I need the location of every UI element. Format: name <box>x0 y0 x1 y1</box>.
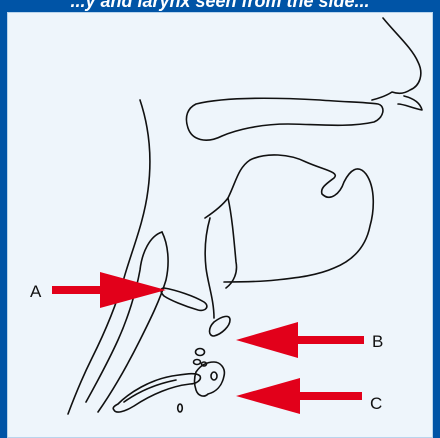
cricoid-ring <box>211 372 217 380</box>
nasal-cavity-outline <box>186 98 383 140</box>
arytenoid <box>210 316 231 336</box>
label-c: C <box>370 395 382 412</box>
trachea-tube <box>113 374 200 412</box>
neck-back-line <box>68 100 150 414</box>
arrow-b <box>236 322 364 358</box>
tongue-inner <box>226 198 237 288</box>
pharynx-front <box>205 218 214 318</box>
arrow-a <box>52 272 166 308</box>
larynx-small-1 <box>196 349 205 356</box>
label-a: A <box>30 283 41 300</box>
nostril <box>398 96 422 110</box>
epiglottis <box>161 288 207 310</box>
oral-cavity-outline <box>205 155 373 282</box>
nose-outline <box>372 18 421 100</box>
cricoid-cartilage <box>195 362 225 396</box>
small-oval-lower <box>178 404 183 412</box>
arrow-c <box>236 378 362 414</box>
label-b: B <box>372 333 383 350</box>
larynx-small-2 <box>194 360 201 365</box>
